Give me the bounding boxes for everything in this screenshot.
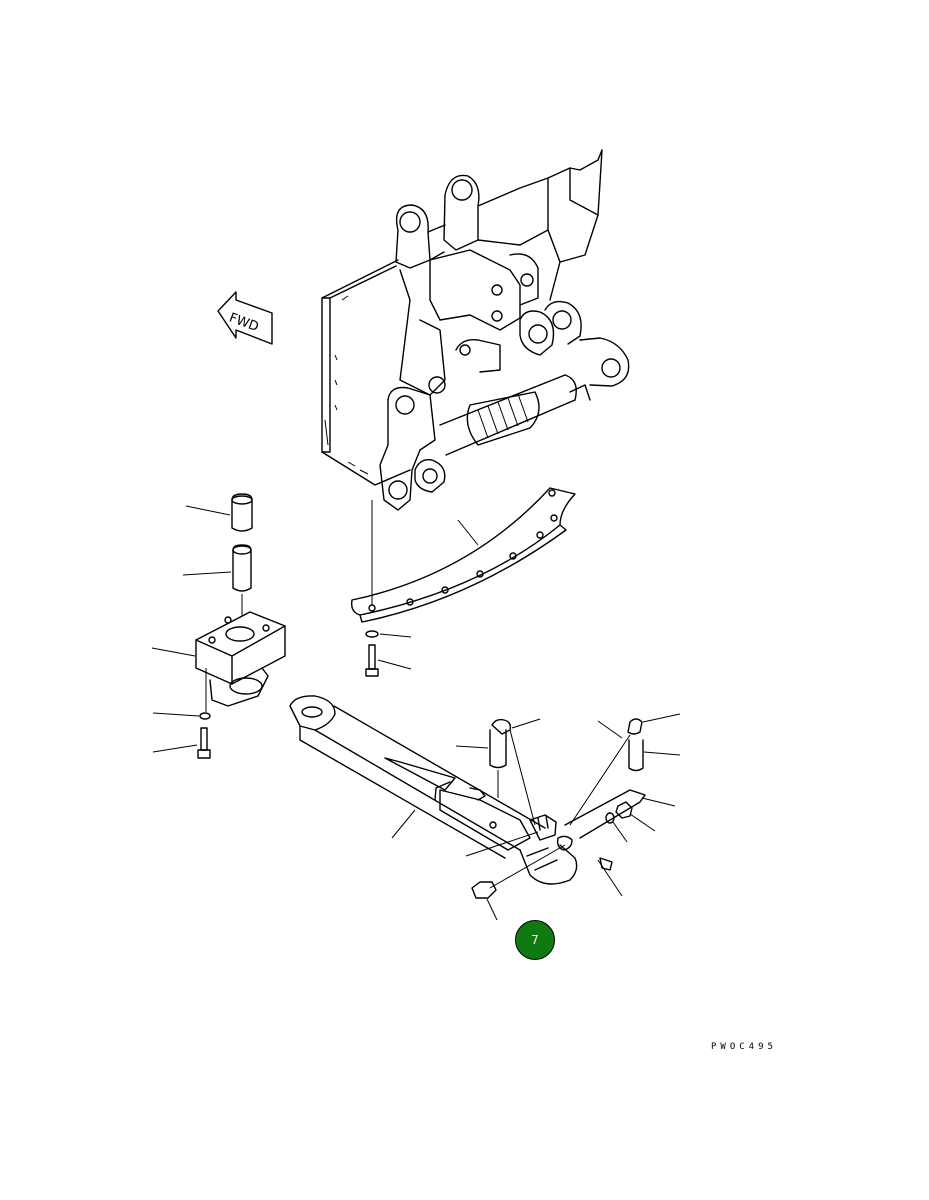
curved-rail [350,487,576,623]
mount-block-assembly [151,493,286,759]
fwd-arrow-icon: FWD [217,291,273,345]
page-number-label: 7 [531,933,539,947]
linkage-parts [455,713,681,921]
lower-arm [289,695,578,885]
page-number-badge[interactable]: 7 [515,920,555,960]
main-frame-assembly [321,149,630,511]
figure-code: PWOC495 [711,1042,777,1052]
rail-washer-bolt [365,630,412,677]
